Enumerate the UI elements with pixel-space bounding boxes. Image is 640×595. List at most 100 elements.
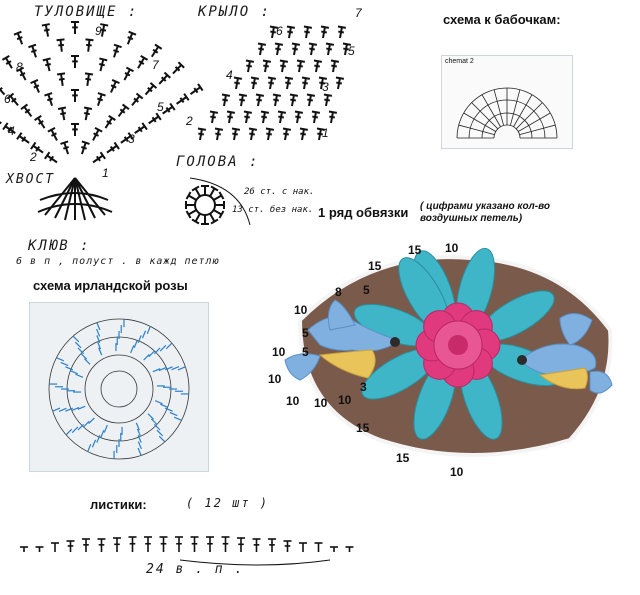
stitch-mark	[335, 76, 345, 80]
stitch-mark	[267, 76, 277, 80]
scheme-stitch	[77, 347, 85, 355]
scheme-spoke	[518, 112, 551, 132]
stitch-mark	[174, 66, 181, 72]
scheme-stitch	[159, 344, 167, 352]
stitch-mark	[325, 42, 335, 46]
scheme-ring	[48, 318, 190, 460]
stitch-mark	[100, 23, 109, 27]
stitch-mark	[108, 114, 116, 121]
body-row-8: 8	[16, 60, 23, 74]
scheme-stitch	[75, 373, 84, 378]
scheme-stitch	[96, 335, 101, 344]
stitch-mark	[81, 146, 87, 150]
head-label: ГОЛОВА :	[176, 154, 260, 170]
stitch-mark	[292, 47, 298, 51]
stitch-mark	[35, 145, 41, 152]
wing-row-7: 7	[355, 6, 362, 20]
wing-row-2: 2	[186, 114, 193, 128]
edging-count: 10	[268, 372, 282, 386]
stitch-mark	[83, 106, 93, 110]
scheme-stitch	[88, 417, 95, 425]
stitch-mark	[301, 76, 311, 80]
stitch-mark	[47, 127, 56, 133]
stitch-mark	[24, 108, 31, 114]
edging-count: 10	[286, 394, 300, 408]
stitch-mark	[337, 25, 347, 29]
body-label: ТУЛОВИЩЕ :	[34, 4, 139, 20]
rose-scheme-image	[29, 302, 209, 472]
stitch-mark	[239, 98, 245, 102]
stitch-mark	[86, 43, 92, 47]
stitch-mark	[0, 86, 3, 92]
scheme-stitch	[83, 358, 91, 365]
wing-row-1: 1	[322, 126, 329, 140]
edging-count: 15	[356, 421, 370, 435]
stitch-mark	[317, 132, 323, 136]
wing-row-3: 3	[322, 80, 329, 94]
scheme-spoke	[515, 102, 543, 130]
stitch-mark	[213, 194, 222, 201]
edging-count: 10	[450, 465, 464, 479]
stitch-mark	[285, 81, 291, 85]
stitch-mark	[56, 38, 65, 42]
stitch-mark	[42, 57, 51, 62]
stitch-mark	[266, 132, 272, 136]
edging-count: 8	[335, 285, 342, 299]
scheme-stitch	[137, 434, 142, 443]
stitch-mark	[308, 42, 318, 46]
stitch-mark	[133, 97, 139, 103]
beak-label: КЛЮВ :	[28, 238, 91, 254]
wing-stitch-rows	[197, 25, 352, 141]
scheme-stitch	[60, 361, 69, 367]
stitch-mark	[149, 82, 158, 89]
scheme-stitch	[70, 370, 78, 375]
stitch-mark	[160, 76, 167, 82]
stitch-mark	[243, 110, 253, 114]
scheme-spoke	[519, 124, 556, 136]
stitch-mark	[135, 92, 144, 100]
stitch-mark	[0, 121, 2, 125]
stitch-mark	[248, 127, 258, 131]
stitch-mark	[319, 81, 325, 85]
stitch-mark	[268, 81, 274, 85]
head-stitch-circle	[185, 177, 251, 226]
edging-count: 15	[408, 243, 422, 257]
stitch-mark	[282, 127, 292, 131]
body-row-1: 1	[102, 166, 109, 180]
edging-count: 10	[272, 345, 286, 359]
edging-count: 3	[360, 380, 367, 394]
scheme-spoke	[493, 89, 505, 126]
stitch-mark	[110, 84, 117, 89]
stitch-mark	[99, 151, 106, 160]
scheme-stitch	[98, 347, 103, 356]
stitch-mark	[49, 155, 54, 162]
stitch-mark	[233, 76, 243, 80]
body-row-3: 3	[128, 132, 135, 146]
edging-count: 10	[294, 303, 308, 317]
scheme-stitch	[164, 407, 173, 412]
stitch-mark	[258, 47, 264, 51]
scheme-stitch	[143, 353, 150, 361]
stitch-mark	[194, 188, 201, 197]
stitch-mark	[326, 47, 332, 51]
stitch-mark	[263, 64, 269, 68]
scheme-stitch	[135, 422, 140, 431]
scheme-stitch	[137, 335, 142, 344]
stitch-mark	[60, 112, 66, 116]
stitch-mark	[34, 114, 42, 121]
stitch-mark	[269, 25, 279, 29]
stitch-mark	[324, 98, 330, 102]
stitch-mark	[30, 78, 39, 85]
scheme-stitch	[100, 430, 105, 438]
scheme-stitch	[147, 413, 155, 420]
stitch-mark	[245, 59, 255, 63]
scheme-stitch	[165, 342, 173, 350]
stitch-mark	[320, 25, 330, 29]
edging-note: ( цифрами указано кол-во воздушных петел…	[420, 201, 551, 224]
leaves-title: листики:	[90, 497, 147, 512]
stitch-mark	[177, 61, 185, 69]
stitch-mark	[30, 49, 37, 53]
stitch-mark	[111, 78, 120, 85]
stitch-mark	[16, 132, 23, 140]
